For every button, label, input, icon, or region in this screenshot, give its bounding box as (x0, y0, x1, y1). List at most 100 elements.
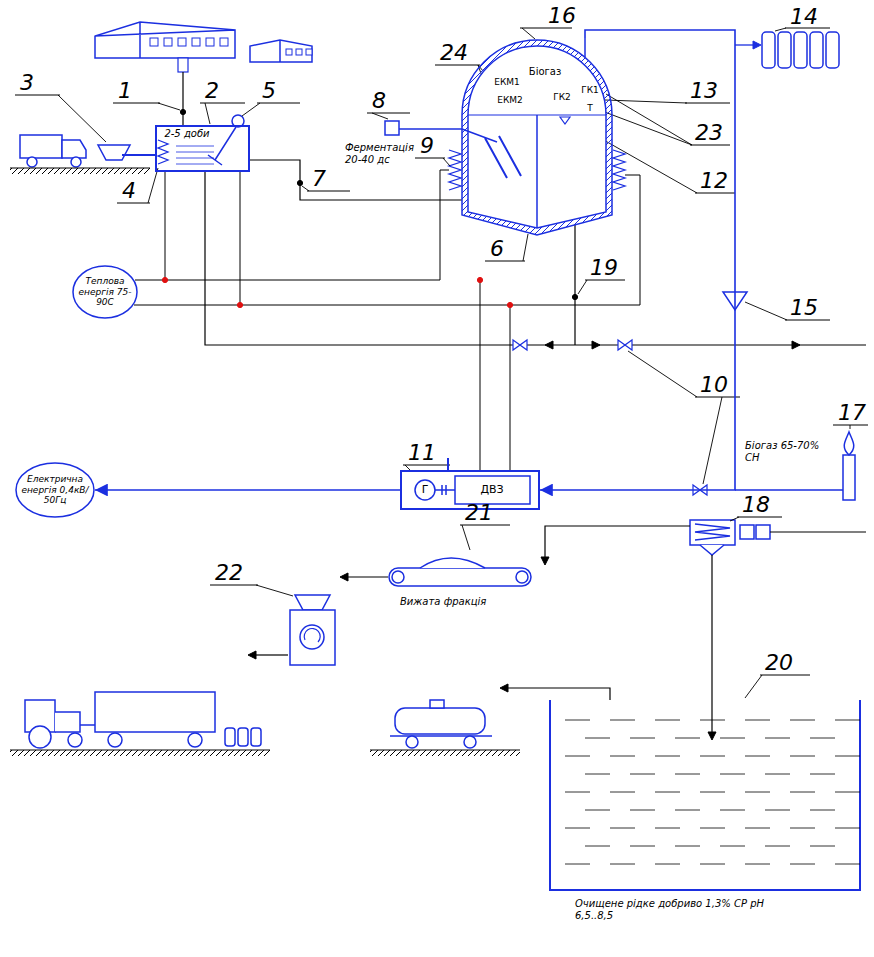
liquid-line (765, 738, 790, 739)
leader-line (523, 234, 528, 261)
digester-partition (536, 115, 538, 228)
leader-line (850, 425, 851, 429)
liquid-line (565, 864, 590, 865)
liquid-line (610, 828, 635, 829)
heat-return-line (510, 305, 511, 470)
gas-outlet-stub (584, 38, 586, 57)
separator-drive (756, 525, 770, 539)
liquid-line (585, 738, 610, 739)
callout-number: 24 (440, 40, 468, 65)
manure-pipe (182, 72, 183, 125)
liquid-fraction-line (711, 555, 712, 732)
tractor-wheel (29, 726, 51, 748)
temperature-sensor (560, 117, 570, 124)
heat-supply-line (480, 280, 481, 470)
truck-wheel (71, 157, 81, 167)
liquid-line (630, 774, 655, 775)
liquid-line (810, 774, 835, 775)
liquid-line (765, 810, 790, 811)
callout-number: 16 (548, 3, 576, 28)
flow-arrow (541, 557, 549, 565)
liquid-line (790, 828, 815, 829)
liquid-line (655, 864, 680, 865)
trailer-wheel (108, 733, 122, 747)
separator-drive (740, 525, 754, 539)
flow-line (256, 654, 288, 655)
flare-flame (844, 432, 854, 455)
mixer-shaft (399, 128, 462, 130)
leader-line (302, 186, 309, 191)
leader-line (205, 103, 210, 124)
energy-circle (73, 266, 137, 318)
leader-line (158, 103, 180, 110)
building-window (150, 38, 158, 46)
liquid-line (765, 774, 790, 775)
liquid-line (675, 738, 700, 739)
liquid-line (810, 846, 835, 847)
liquid-line (565, 720, 590, 721)
tractor-hitch (80, 724, 95, 726)
liquid-line (790, 720, 815, 721)
flow-arrow (753, 41, 761, 49)
building-window (192, 38, 200, 46)
separator-screw (695, 524, 730, 540)
leader-line (606, 94, 692, 145)
callout-number: 18 (742, 492, 770, 517)
leader-line (242, 103, 260, 116)
ground-line (10, 167, 150, 168)
liquid-line (765, 846, 790, 847)
mixer-shaft (208, 127, 236, 165)
note-text: Очищене рідке добриво 1,3% СР рН 6,5..8,… (575, 898, 805, 921)
truck-wheel (27, 157, 37, 167)
flow-arrow (792, 341, 800, 349)
liquid-line (790, 756, 815, 757)
flow-line (348, 576, 388, 577)
liquid-line (176, 152, 214, 153)
liquid-line (610, 864, 635, 865)
heating-coil (613, 150, 625, 190)
note-text: Біогаз 65-70% СН (745, 440, 835, 463)
liquid-line (176, 146, 214, 147)
node-text: ДВЗ (480, 484, 503, 497)
node-text: Г (422, 484, 429, 497)
building-window (306, 49, 312, 55)
farm-building (95, 22, 235, 58)
liquid-line (176, 158, 214, 159)
liquid-line (585, 846, 610, 847)
separator-feed (770, 531, 866, 532)
liquid-line (790, 792, 815, 793)
leader-line (443, 158, 450, 166)
building-window (206, 38, 214, 46)
callout-number: 7 (312, 166, 326, 191)
trailer-body (95, 692, 215, 732)
liquid-line (835, 792, 860, 793)
leader-line (578, 280, 587, 294)
liquid-line (610, 792, 635, 793)
fertilizer-bag (251, 728, 261, 746)
building-window (178, 38, 186, 46)
fertilizer-bag (225, 728, 235, 746)
liquid-line (700, 756, 725, 757)
liquid-line (655, 792, 680, 793)
callout-number: 20 (765, 650, 793, 675)
leader-line (58, 95, 106, 142)
callout-number: 22 (215, 560, 243, 585)
liquid-line (630, 846, 655, 847)
gas-or-power-line (540, 30, 735, 490)
liquid-line (565, 792, 590, 793)
note-text: Вижата фракція (400, 596, 510, 608)
liquid-line (745, 828, 770, 829)
liquid-line (655, 756, 680, 757)
note-text: Ферментація 20-40 дс (345, 142, 417, 165)
callout-number: 5 (262, 78, 276, 103)
liquid-line (655, 720, 680, 721)
building-window (296, 49, 302, 55)
junction-dot (507, 302, 512, 307)
callout-number: 19 (590, 255, 618, 280)
digester-tank: БіогазЕКМ1ЕКМ2ГК1ГК2Т (455, 38, 620, 240)
liquid-line (835, 864, 860, 865)
node-text: Теплова енергія 75-90С (77, 276, 133, 307)
callout-number: 12 (700, 168, 728, 193)
tanker-wheel (464, 736, 476, 748)
